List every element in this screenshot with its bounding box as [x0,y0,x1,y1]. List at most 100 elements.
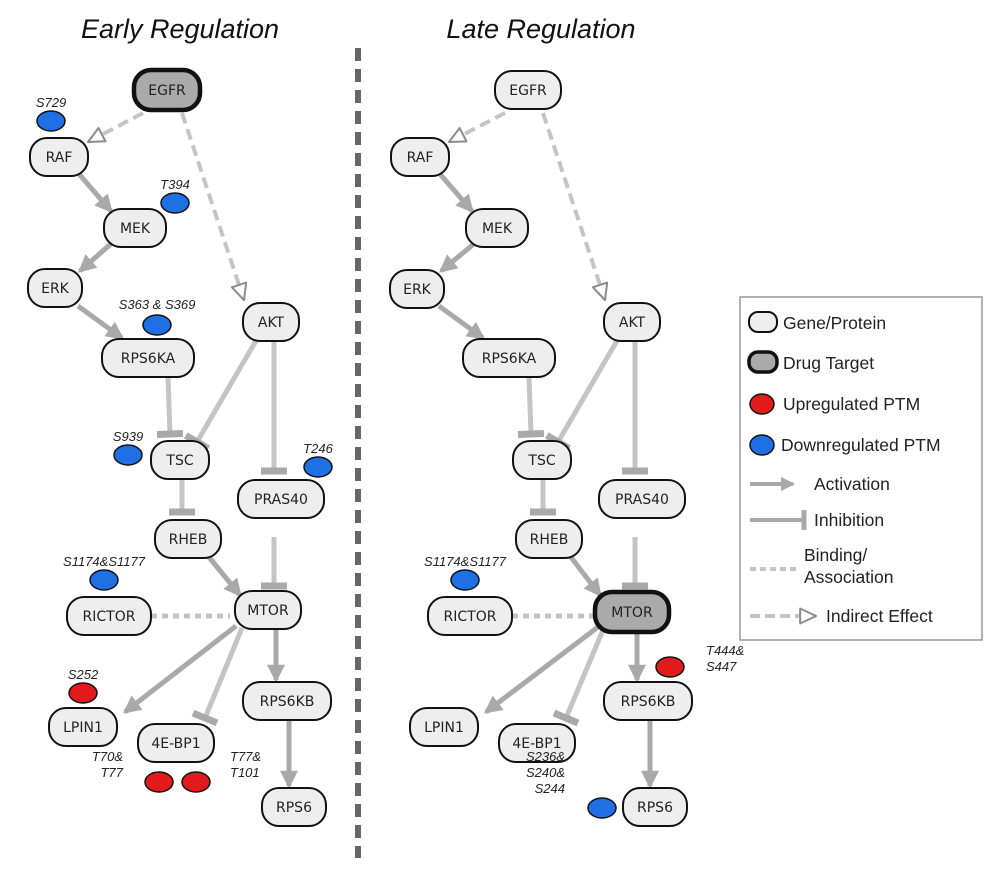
late-node-akt-label: AKT [619,315,646,331]
early-ptm-rictor-5-dot [89,569,119,591]
late-node-rictor-shape [427,596,513,636]
early-node-4ebp1: 4E-BP1 [137,723,215,763]
late-edge-egfr-to-akt-line [541,112,609,301]
early-node-lpin1: LPIN1 [48,707,118,747]
late-edge-mtor-to-4ebp1-bar [552,709,580,727]
early-edge-rheb-to-mtor-line [206,554,242,598]
late-edge-mtor-to-lpin1-line [483,625,600,714]
early-node-tsc: TSC [150,440,210,480]
early-ptm-tsc-3-label: S939 [113,429,143,444]
early-node-lpin1-shape [48,707,118,747]
legend-up-label: Upregulated PTM [783,394,920,414]
early-edge-mtor-to-4ebp1-bar [191,709,219,727]
early-ptm-rps6ka-2-dot [142,314,172,336]
early-ptm-mek-1-label: T394 [160,177,190,192]
early-node-mek-label: MEK [120,221,151,237]
early-edge-tsc-to-rheb [169,479,195,516]
late-node-raf: RAF [390,137,450,177]
late-node-rheb-label: RHEB [530,532,569,548]
early-edge-akt-to-tsc-line [194,337,260,444]
late-node-mek-shape [465,208,529,248]
late-node-4ebp1-shape [498,723,576,763]
early-node-pras40: PRAS40 [237,479,325,519]
late-node-mek: MEK [465,208,529,248]
early-edge-mek-to-erk-line [77,240,115,273]
early-node-lpin1-label: LPIN1 [63,720,103,736]
late-edge-pras40-to-mtor [622,537,648,590]
legend-up-swatch [749,393,775,415]
early-ptm-pras40-4-label: T246 [303,441,333,456]
late-ptm-rps6kb-1: T444&S447 [655,643,744,678]
early-node-rps6kb-label: RPS6KB [260,694,315,710]
early-node-rheb-label: RHEB [169,532,208,548]
late-edge-egfr-to-akt [541,112,609,301]
late-node-rps6-shape [622,787,688,827]
late-edge-rheb-to-mtor [568,554,602,598]
late-edge-rps6ka-to-tsc [517,376,545,438]
early-node-egfr: EGFR [131,67,203,113]
legend-inhibition-label: Inhibition [814,510,884,530]
legend-down-label: Downregulated PTM [781,435,941,455]
early-edge-egfr-to-akt [180,112,248,301]
early-ptm-raf-0: S729 [36,95,66,132]
late-node-rheb: RHEB [515,519,583,559]
late-node-rps6kb-shape [603,681,693,721]
late-edge-rps6ka-to-tsc-bar [517,430,545,438]
early-edge-akt-to-tsc [184,337,260,452]
late-node-rheb-shape [515,519,583,559]
early-edge-rps6ka-to-tsc-line [165,376,173,435]
early-node-mtor-label: MTOR [247,603,289,619]
late-node-4ebp1-label: 4E-BP1 [512,736,561,752]
early-ptm-4ebp1-7: T70&T77 [92,749,174,793]
early-node-rps6: RPS6 [261,787,327,827]
early-node-akt-shape [242,302,300,342]
late-ptm-rps6kb-1-dot [655,656,685,678]
early-node-raf-label: RAF [46,150,73,166]
late-edges [437,111,659,789]
late-node-raf-shape [390,137,450,177]
late-node-rps6: RPS6 [622,787,688,827]
early-node-egfr-shape [131,67,203,113]
late-node-tsc-shape [512,440,572,480]
late-node-lpin1: LPIN1 [409,707,479,747]
late-edge-akt-to-pras40 [622,341,648,475]
early-edge-mek-to-erk [77,240,115,273]
early-node-akt: AKT [242,302,300,342]
late-node-pras40: PRAS40 [598,479,686,519]
late-edge-rps6ka-to-tsc-line [526,376,534,435]
late-edge-raf-to-mek-line [438,172,474,214]
late-node-pras40-label: PRAS40 [615,492,669,508]
late-edge-egfr-to-raf-line [448,111,506,144]
early-ptm-mek-1: T394 [160,177,190,214]
early-edge-rheb-to-mtor [206,554,242,598]
early-node-mek-shape [103,208,167,248]
early-edge-mtor-to-4ebp1-line [202,627,245,719]
early-edge-mtor-to-lpin1 [122,624,238,714]
late-ptm-rps6-2: S236&S240&S244 [526,749,617,819]
early-edge-raf-to-mek-line [77,172,113,214]
early-ptm-4ebp1-8-dot [181,771,211,793]
early-ptm-lpin1-6-label: S252 [68,667,99,682]
early-ptm-pras40-4-dot [303,456,333,478]
early-node-erk-shape [27,268,83,308]
early-node-mek: MEK [103,208,167,248]
early-node-rps6kb: RPS6KB [242,681,332,721]
early-node-rheb-shape [154,519,222,559]
early-node-rictor-shape [66,596,152,636]
early-ptm-pras40-4: T246 [303,441,334,478]
early-edges [76,111,298,789]
late-edge-akt-to-tsc [545,337,621,452]
early-node-erk-label: ERK [41,281,70,297]
early-ptm-4ebp1-8: T77&T101 [181,749,261,793]
late-ptm-rps6kb-1-label: T444&S447 [706,643,744,674]
late-node-rps6ka-shape [462,338,556,378]
late-edge-erk-to-rps6ka-line [437,303,486,341]
early-node-mtor: MTOR [234,590,302,630]
early-node-rheb: RHEB [154,519,222,559]
early-node-rictor: RICTOR [66,596,152,636]
early-nodes: EGFRRAFMEKERKAKTRPS6KATSCPRAS40RHEBRICTO… [27,67,332,827]
early-node-rictor-label: RICTOR [83,609,136,625]
late-ptm-rps6-2-label: S236&S240&S244 [526,749,565,796]
